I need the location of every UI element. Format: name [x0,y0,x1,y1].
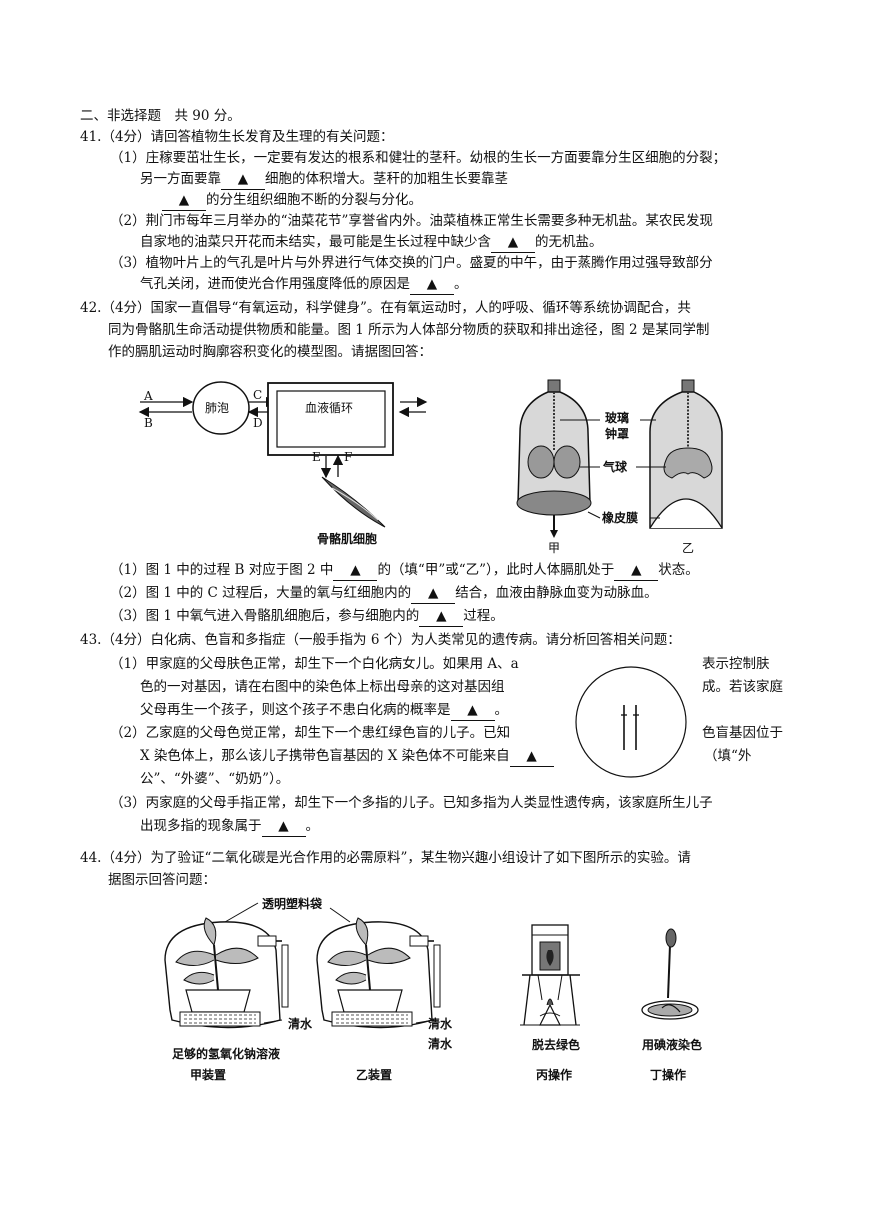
text-span: X 染色体上，那么该儿子携带色盲基因的 X 染色体不可能来自 [140,748,510,764]
label-iodine-stain: 用碘液染色 [642,1038,703,1052]
answer-blank[interactable]: ▲ [410,274,454,295]
answer-blank[interactable]: ▲ [411,583,456,604]
text-span: 状态。 [658,562,699,578]
q41-part3-line1: （3）植物叶片上的气孔是叶片与外界进行气体交换的门户。盛夏的中午，由于蒸腾作用过… [110,255,713,271]
label-E: E [312,450,321,464]
q43-part1-line1-right: 表示控制肤 [702,656,770,672]
label-C: C [253,388,263,402]
label-operation-bing: 丙操作 [536,1068,573,1082]
answer-blank[interactable]: ▲ [221,169,265,190]
label-muscle-cell: 骨骼肌细胞 [317,532,378,546]
section-title: 二、非选择题 共 90 分。 [80,108,241,124]
label-water-yi-1: 清水 [428,1017,453,1031]
q42-stem-line1: 42.（4分）国家一直倡导“有氧运动，科学健身”。在有氧运动时，人的呼吸、循环等… [80,300,691,316]
label-plastic-bag: 透明塑料袋 [262,897,323,911]
text-span: 的无机盐。 [535,234,603,250]
q41-part1-line3: ▲的分生组织细胞不断的分裂与分化。 [162,190,422,211]
q43-part2-line3: 公”、“外婆”、“奶奶”）。 [140,771,290,787]
q41-part2-line1: （2）荆门市每年三月举办的“油菜花节”享誉省内外。油菜植株正常生长需要多种无机盐… [110,213,713,229]
text-span: 父母再生一个孩子，则这个孩子不患白化病的概率是 [140,702,451,718]
q43-part2-line2-right: （填“外 [704,748,752,764]
q43-part3-line1: （3）丙家庭的父母手指正常，却生下一个多指的儿子。已知多指为人类显性遗传病，该家… [110,795,713,811]
answer-blank[interactable]: ▲ [614,560,659,581]
text-span: （1）图 1 中的过程 B 对应于图 2 中 [110,562,334,578]
answer-blank[interactable]: ▲ [450,700,495,721]
answer-blank[interactable]: ▲ [333,560,378,581]
q41-part1-line1: （1）庄稼要茁壮生长，一定要有发达的根系和健壮的茎秆。幼根的生长一方面要靠分生区… [110,150,727,166]
text-span: 另一方面要靠 [140,171,221,187]
text-span: 自家地的油菜只开花而未结实，最可能是生长过程中缺少含 [140,234,491,250]
label-A: A [144,389,153,403]
text-span: （2）图 1 中的 C 过程后，大量的氧与红细胞内的 [110,585,412,601]
q41-part3-line2: 气孔关闭，进而使光合作用强度降低的原因是▲。 [140,274,468,295]
label-F: F [344,450,353,464]
q43-part1-line2-right: 成。若该家庭 [702,679,783,695]
q43-part1-line2: 色的一对基因，请在右图中的染色体上标出母亲的这对基因组 [140,679,505,695]
label-apparatus-jia: 甲装置 [190,1068,227,1082]
q43-part2-line1-right: 色盲基因位于 [702,725,783,741]
label-alveoli: 肺泡 [205,401,230,415]
text-span: 。 [454,276,468,292]
q43-part2-line2: X 染色体上，那么该儿子携带色盲基因的 X 染色体不可能来自▲ [140,746,554,767]
q41-part2-line2: 自家地的油菜只开花而未结实，最可能是生长过程中缺少含▲的无机盐。 [140,232,603,253]
q41-part1-line2: 另一方面要靠▲细胞的体积增大。茎秆的加粗生长要靠茎 [140,169,508,190]
answer-blank[interactable]: ▲ [162,190,206,211]
label-naoh-solution: 足够的氢氧化钠溶液 [172,1047,281,1061]
q44-stem-line1: 44.（4分）为了验证“二氧化碳是光合作用的必需原料”，某生物兴趣小组设计了如下… [80,850,691,866]
q42-stem-line2: 同为骨骼肌生命活动提供物质和能量。图 1 所示为人体部分物质的获取和排出途径，图… [108,322,710,338]
text-span: 过程。 [463,608,504,624]
text-span: 。 [305,818,320,834]
q43-part1-line3: 父母再生一个孩子，则这个孩子不患白化病的概率是▲。 [140,700,508,721]
q42-part2: （2）图 1 中的 C 过程后，大量的氧与红细胞内的▲结合，血液由静脉血变为动脉… [110,583,658,604]
answer-blank[interactable]: ▲ [491,232,535,253]
label-B: B [144,416,153,430]
text-span: 细胞的体积增大。茎秆的加粗生长要靠茎 [265,171,508,187]
q41-stem: 41.（4分）请回答植物生长发育及生理的有关问题： [80,129,394,145]
answer-blank[interactable]: ▲ [509,746,554,767]
q42-stem-line3: 作的膈肌运动时胸廓容积变化的模型图。请据图回答： [108,344,432,360]
answer-blank[interactable]: ▲ [261,816,306,837]
label-operation-ding: 丁操作 [650,1068,687,1082]
text-span: 气孔关闭，进而使光合作用强度降低的原因是 [140,276,410,292]
text-span: 。 [494,702,509,718]
q42-part3: （3）图 1 中氧气进入骨骼肌细胞后，参与细胞内的▲过程。 [110,606,504,627]
q42-part1: （1）图 1 中的过程 B 对应于图 2 中▲的（填“甲”或“乙”），此时人体膈… [110,560,699,581]
label-decolorize: 脱去绿色 [532,1038,581,1052]
label-water-jia: 清水 [288,1017,313,1031]
text-span: 出现多指的现象属于 [140,818,262,834]
q43-part1-line1: （1）甲家庭的父母肤色正常，却生下一个白化病女儿。如果用 A、a [110,656,519,672]
q44-stem-line2: 据图示回答问题： [108,872,216,888]
label-jar-jia: 甲 [548,541,561,555]
label-glass: 玻璃 [605,411,630,425]
q43-part3-line2: 出现多指的现象属于▲。 [140,816,319,837]
label-bell-jar: 钟罩 [605,427,630,441]
answer-blank[interactable]: ▲ [419,606,464,627]
q43-stem: 43.（4分）白化病、色盲和多指症（一般手指为 6 个）为人类常见的遗传病。请分… [80,632,681,648]
label-D: D [253,416,263,430]
label-water-yi-2: 清水 [428,1037,453,1051]
text-span: 的（填“甲”或“乙”），此时人体膈肌处于 [377,562,615,578]
label-balloon: 气球 [603,460,628,474]
label-apparatus-yi: 乙装置 [356,1068,393,1082]
label-rubber-membrane: 橡皮膜 [602,511,639,525]
label-jar-yi: 乙 [682,541,695,555]
text-span: （3）图 1 中氧气进入骨骼肌细胞后，参与细胞内的 [110,608,420,624]
label-circulation: 血液循环 [305,401,354,415]
q43-part2-line1: （2）乙家庭的父母色觉正常，却生下一个患红绿色盲的儿子。已知 [110,725,511,741]
text-span: 结合，血液由静脉血变为动脉血。 [455,585,658,601]
text-span: 的分生组织细胞不断的分裂与分化。 [206,192,422,208]
